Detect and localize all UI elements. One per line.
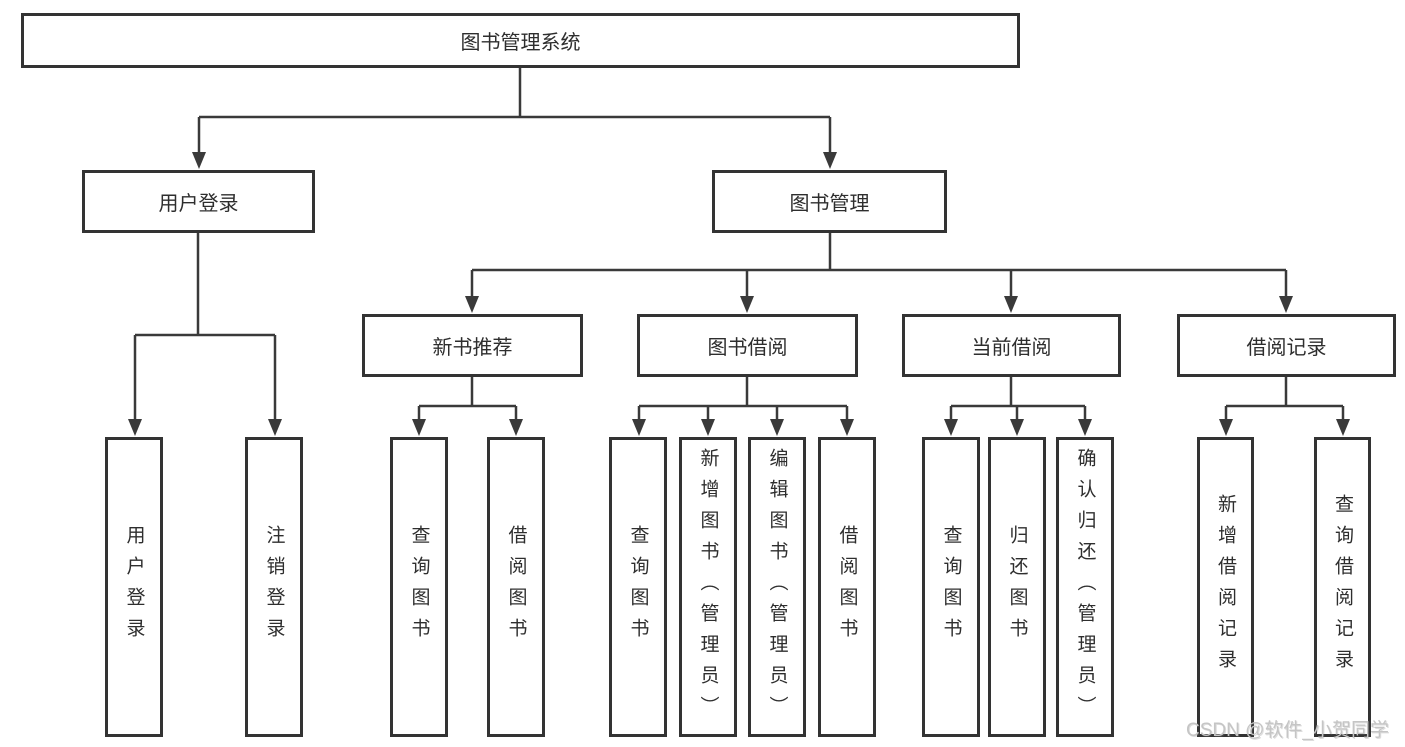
node-library-management-system: 图书管理系统	[21, 13, 1020, 68]
node-label: 图书借阅	[707, 337, 788, 359]
node-label: 查询借阅记录	[1332, 494, 1353, 680]
leaf-logout: 注销登录	[245, 437, 303, 737]
csdn-watermark: CSDN @软件_小贺同学	[1186, 720, 1389, 741]
node-label: 新增图书（管理员）	[697, 447, 719, 727]
node-user-login: 用户登录	[82, 170, 315, 233]
node-label: 借阅记录	[1246, 337, 1327, 359]
node-label: 用户登录	[123, 525, 145, 649]
node-book-borrowing: 图书借阅	[637, 314, 858, 377]
node-label: 借阅图书	[505, 525, 527, 649]
node-label: 查询图书	[627, 525, 649, 649]
leaf-edit-books-admin: 编辑图书（管理员）	[748, 437, 806, 737]
node-label: 借阅图书	[836, 525, 858, 649]
leaf-borrow-books: 借阅图书	[487, 437, 545, 737]
node-label: 用户登录	[158, 193, 239, 215]
node-label: 新书推荐	[432, 337, 513, 359]
node-current-borrowing: 当前借阅	[902, 314, 1121, 377]
leaf-return-books: 归还图书	[988, 437, 1046, 737]
node-label: 查询图书	[940, 525, 962, 649]
leaf-confirm-return-admin: 确认归还（管理员）	[1056, 437, 1114, 737]
node-label: 确认归还（管理员）	[1074, 447, 1096, 727]
node-label: 查询图书	[408, 525, 430, 649]
node-label: 注销登录	[263, 525, 285, 649]
leaf-query-borrowing-record: 查询借阅记录	[1314, 437, 1371, 737]
leaf-query-books: 查询图书	[609, 437, 667, 737]
node-label: 编辑图书（管理员）	[766, 447, 788, 727]
leaf-query-books: 查询图书	[922, 437, 980, 737]
leaf-add-books-admin: 新增图书（管理员）	[679, 437, 737, 737]
node-book-management: 图书管理	[712, 170, 947, 233]
node-borrowing-records: 借阅记录	[1177, 314, 1396, 377]
node-label: 新增借阅记录	[1215, 494, 1236, 680]
leaf-query-books: 查询图书	[390, 437, 448, 737]
node-label: 图书管理	[789, 193, 870, 215]
node-label: 归还图书	[1006, 525, 1028, 649]
arrowheads	[128, 152, 1350, 436]
node-new-book-recommendation: 新书推荐	[362, 314, 583, 377]
node-label: 图书管理系统	[460, 32, 581, 54]
node-label: 当前借阅	[971, 337, 1052, 359]
leaf-add-borrowing-record: 新增借阅记录	[1197, 437, 1254, 737]
leaf-user-login: 用户登录	[105, 437, 163, 737]
leaf-borrow-books: 借阅图书	[818, 437, 876, 737]
